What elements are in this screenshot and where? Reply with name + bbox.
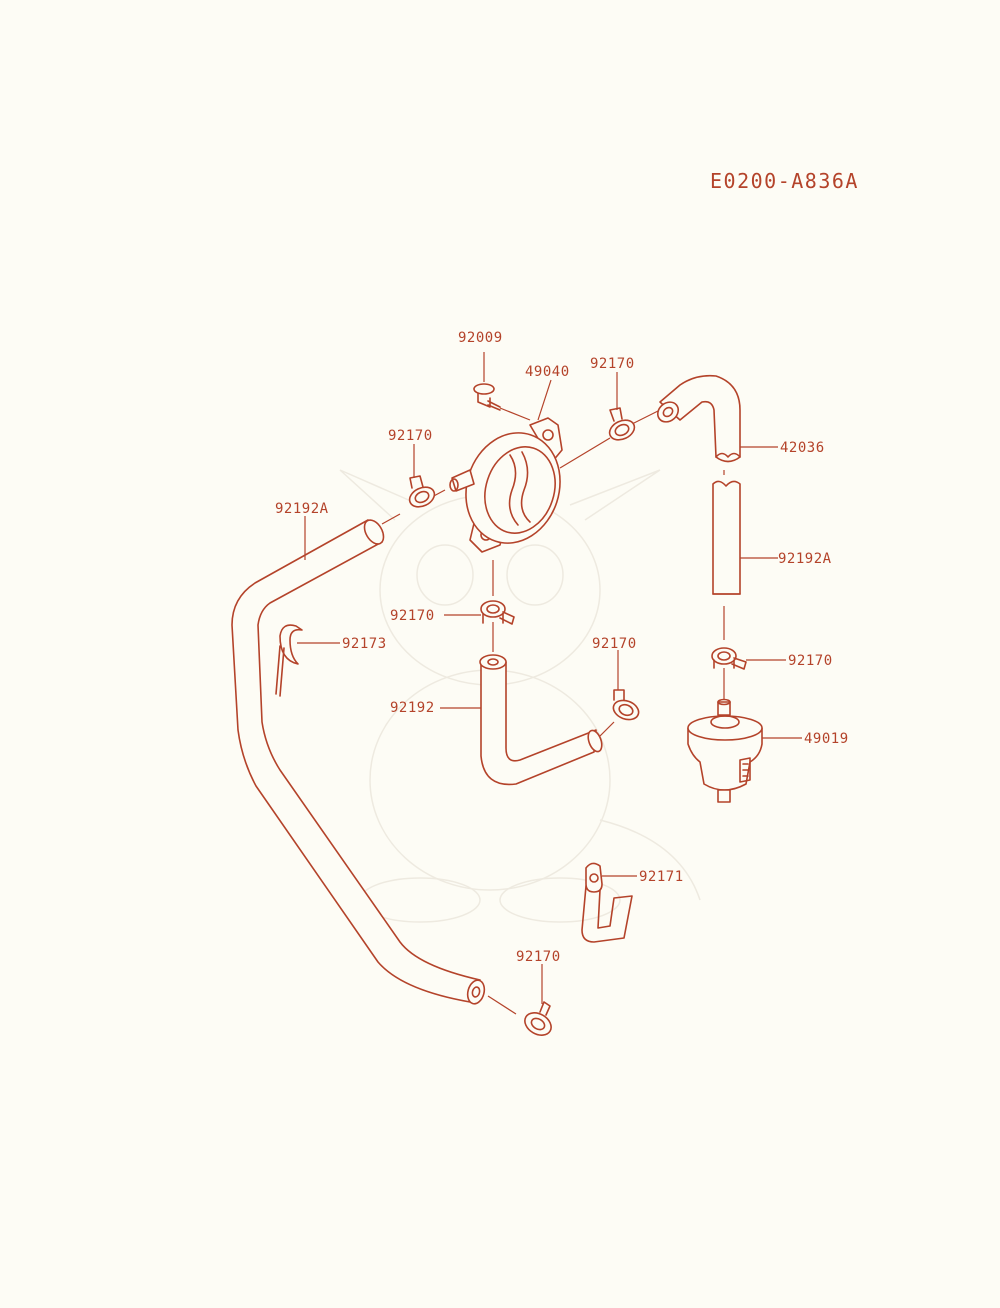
diagram-code: E0200-A836A — [710, 169, 859, 193]
clip-92173 — [275, 624, 303, 697]
callout-92170-filter: 92170 — [788, 653, 833, 669]
fuel-hose-right-92192a — [712, 480, 741, 595]
callout-92192a-long: 92192A — [275, 501, 329, 517]
callout-92173: 92173 — [342, 636, 387, 652]
elbow-hose-92192 — [479, 654, 603, 786]
callout-49040: 49040 — [525, 364, 570, 380]
callout-92009: 92009 — [458, 330, 503, 346]
elbow-hose-42036 — [656, 374, 741, 463]
hose-clamp-filter — [711, 647, 747, 670]
hose-clamp-mid — [612, 689, 640, 721]
callout-92192a-right: 92192A — [778, 551, 832, 567]
hose-clamp-pump-bottom — [480, 600, 515, 625]
clip-92171 — [581, 862, 633, 943]
hose-clamp-bottom — [524, 1001, 552, 1036]
callout-92170-left: 92170 — [388, 428, 433, 444]
callout-49019: 49019 — [804, 731, 849, 747]
hose-clamp-left — [408, 475, 436, 508]
fuel-hose-long-92192a — [231, 519, 486, 1005]
hose-clamp-top — [608, 407, 636, 441]
callout-92171: 92171 — [639, 869, 684, 885]
callout-92170-top: 92170 — [590, 356, 635, 372]
callout-92170-bottom: 92170 — [516, 949, 561, 965]
fuel-pump-49040 — [449, 417, 563, 553]
callout-42036: 42036 — [780, 440, 825, 456]
screw-92009 — [473, 383, 531, 421]
callout-92192: 92192 — [390, 700, 435, 716]
callout-92170-mid: 92170 — [592, 636, 637, 652]
callout-92170-pump-bottom: 92170 — [390, 608, 435, 624]
fuel-filter-49019 — [687, 698, 763, 803]
